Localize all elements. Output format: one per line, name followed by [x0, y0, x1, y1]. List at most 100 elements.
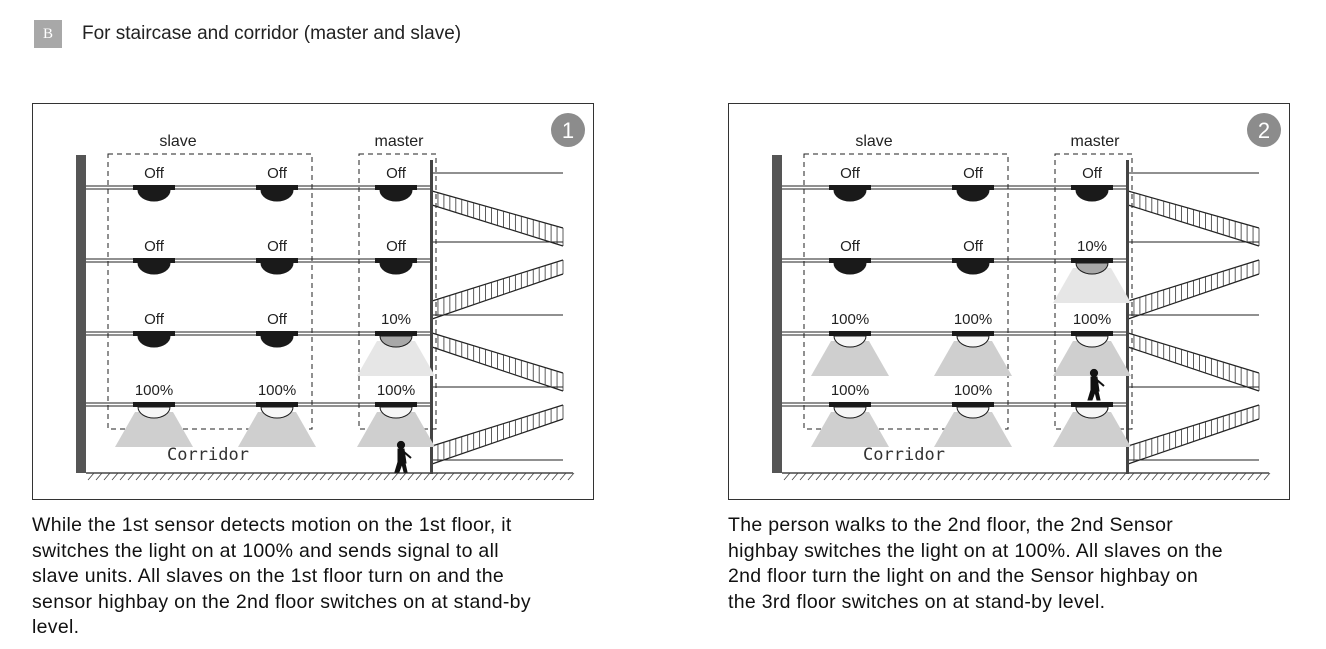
ground-hatch: [263, 472, 271, 481]
light-cone: [238, 412, 316, 447]
ground-hatch: [407, 472, 415, 481]
ground-hatch: [159, 472, 167, 481]
ground-hatch: [895, 472, 903, 481]
slave-group-box: [803, 153, 1009, 430]
ground-hatch: [1231, 472, 1239, 481]
lamp-mount: [952, 185, 994, 190]
lamp-mount: [375, 331, 417, 336]
ground-hatch: [247, 472, 255, 481]
ground-hatch: [1191, 472, 1199, 481]
ground-hatch: [887, 472, 895, 481]
ground-hatch: [1031, 472, 1039, 481]
highbay-lamp-icon: [1075, 406, 1109, 419]
lamp-mount: [133, 258, 175, 263]
ground-hatch: [567, 472, 575, 481]
highbay-lamp-icon: [956, 262, 990, 275]
lamp-mount: [256, 402, 298, 407]
ground-hatch: [199, 472, 207, 481]
lamp-mount: [829, 331, 871, 336]
ground-hatch: [559, 472, 567, 481]
ground-hatch: [791, 472, 799, 481]
ground-hatch: [87, 472, 95, 481]
highbay-lamp-icon: [137, 406, 171, 419]
lamp-status-label: 100%: [831, 311, 869, 328]
ground-hatch: [967, 472, 975, 481]
highbay-lamp-icon: [379, 189, 413, 202]
lamp-mount: [375, 258, 417, 263]
ground-hatch: [207, 472, 215, 481]
ground-hatch: [1039, 472, 1047, 481]
building-wall: [772, 155, 782, 473]
lamp-mount: [1071, 185, 1113, 190]
ground-hatch: [367, 472, 375, 481]
ground-hatch: [975, 472, 983, 481]
lamp-status-label: 100%: [954, 382, 992, 399]
lamp-mount: [133, 402, 175, 407]
ground-hatch: [319, 472, 327, 481]
ground-hatch: [903, 472, 911, 481]
caption-2: The person walks to the 2nd floor, the 2…: [728, 513, 1223, 615]
ground-hatch: [1199, 472, 1207, 481]
corridor-label: Corridor: [167, 445, 249, 465]
highbay-lamp-icon: [956, 406, 990, 419]
ground-hatch: [239, 472, 247, 481]
corridor-label: Corridor: [863, 445, 945, 465]
ground-hatch: [1167, 472, 1175, 481]
lamp-status-label: 100%: [954, 311, 992, 328]
ground-hatch: [1255, 472, 1263, 481]
ground-hatch: [431, 472, 439, 481]
ground-hatch: [1207, 472, 1215, 481]
ground-hatch: [471, 472, 479, 481]
ground-hatch: [1079, 472, 1087, 481]
slave-group-box: [107, 153, 313, 430]
ground-hatch: [823, 472, 831, 481]
ground-hatch: [303, 472, 311, 481]
ground-hatch: [911, 472, 919, 481]
highbay-lamp-icon: [379, 406, 413, 419]
ground-hatch: [951, 472, 959, 481]
lamp-status-label: 100%: [1073, 311, 1111, 328]
ground-hatch: [1143, 472, 1151, 481]
lamp-mount: [133, 185, 175, 190]
light-cone: [811, 412, 889, 447]
person-icon: [1087, 368, 1105, 401]
ground-hatch: [935, 472, 943, 481]
ground-hatch: [551, 472, 559, 481]
light-cone: [357, 341, 435, 376]
ground-hatch: [151, 472, 159, 481]
lamp-status-label: Off: [267, 165, 288, 182]
lamp-mount: [829, 185, 871, 190]
ground-hatch: [415, 472, 423, 481]
ground-hatch: [1159, 472, 1167, 481]
caption-2-line: 2nd floor turn the light on and the Sens…: [728, 565, 1199, 587]
ground-hatch: [231, 472, 239, 481]
highbay-lamp-icon: [137, 335, 171, 348]
highbay-lamp-icon: [956, 189, 990, 202]
highbay-lamp-icon: [137, 262, 171, 275]
ground-hatch: [1095, 472, 1103, 481]
highbay-lamp-icon: [833, 335, 867, 348]
lamp-mount: [256, 258, 298, 263]
lamp-mount: [256, 185, 298, 190]
ground-hatch: [815, 472, 823, 481]
slave-label: slave: [855, 133, 892, 150]
master-label: master: [1071, 133, 1121, 150]
ground-hatch: [215, 472, 223, 481]
highbay-lamp-icon: [833, 262, 867, 275]
ground-hatch: [391, 472, 399, 481]
ground-hatch: [119, 472, 127, 481]
ground-hatch: [927, 472, 935, 481]
lamp-status-label: Off: [144, 165, 165, 182]
lamp-status-label: Off: [386, 165, 407, 182]
master-label: master: [375, 133, 425, 150]
ground-hatch: [863, 472, 871, 481]
ground-hatch: [271, 472, 279, 481]
lamp-status-label: Off: [1082, 165, 1103, 182]
ground-hatch: [1263, 472, 1271, 481]
ground-hatch: [1175, 472, 1183, 481]
